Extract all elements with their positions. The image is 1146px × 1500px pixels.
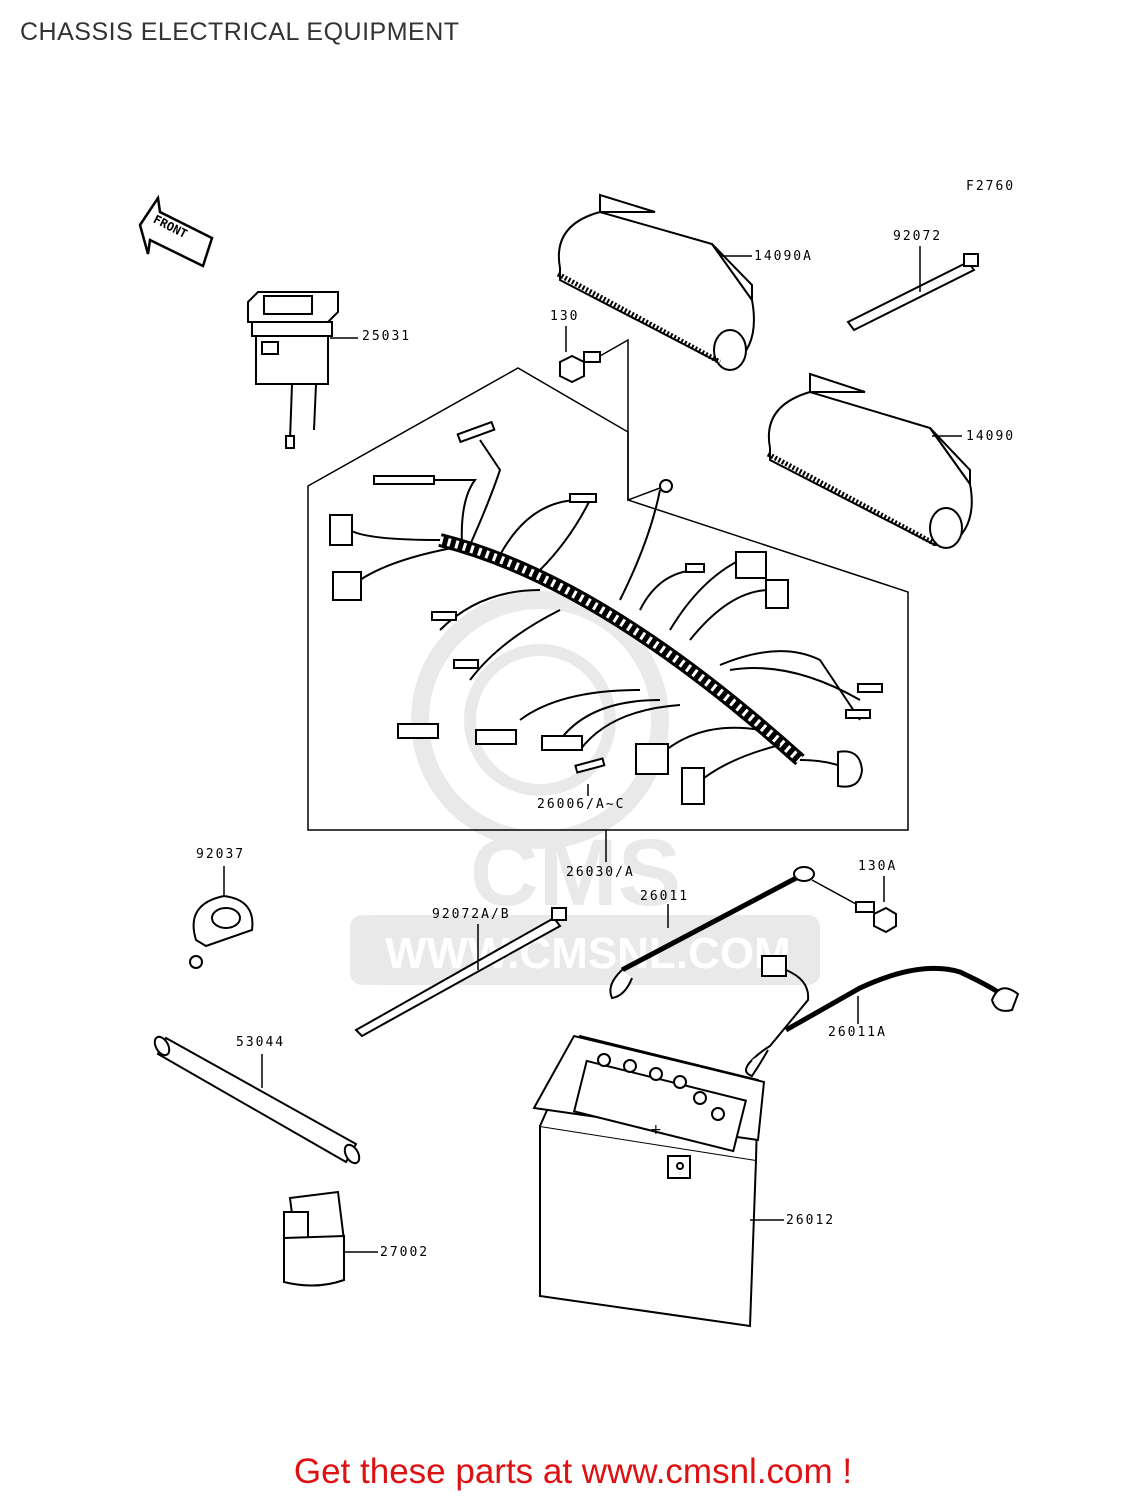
cable-tie-92072-icon [846, 253, 979, 332]
watermark-url: WWW.CMSNL.COM [385, 929, 791, 978]
label-92072: 92072 [893, 229, 942, 244]
battery-26012-icon: + [532, 1034, 766, 1328]
hour-meter-icon [247, 291, 339, 449]
parts-diagram: CMS WWW.CMSNL.COM F2760 FRONT [138, 179, 1020, 1328]
bolt-130-icon [559, 351, 601, 384]
tube-53044-icon [153, 1035, 361, 1165]
label-26030: 26030/A [566, 865, 635, 880]
label-130: 130 [550, 309, 579, 324]
label-92072AB: 92072A/B [432, 907, 511, 922]
label-14090: 14090 [966, 429, 1015, 444]
page-title: CHASSIS ELECTRICAL EQUIPMENT [20, 18, 460, 46]
watermark-brand: CMS [470, 820, 681, 926]
label-130A: 130A [858, 859, 897, 874]
wiring-harness-icon [344, 439, 861, 791]
bolt-130A-icon [855, 901, 897, 934]
label-27002: 27002 [380, 1245, 429, 1260]
cable-26011A-icon [745, 955, 1020, 1078]
relay-27002-icon [283, 1190, 346, 1287]
svg-text:+: + [650, 1122, 662, 1138]
cover-14090-icon [766, 372, 973, 549]
label-26012: 26012 [786, 1213, 835, 1228]
promo-footer-link[interactable]: Get these parts at www.cmsnl.com ! [293, 1452, 853, 1491]
figure-code: F2760 [966, 179, 1015, 194]
cms-watermark: CMS WWW.CMSNL.COM [350, 591, 820, 985]
front-arrow-icon: FRONT [138, 194, 214, 268]
cover-14090A-icon [556, 193, 755, 371]
label-14090A: 14090A [754, 249, 813, 264]
label-25031: 25031 [362, 329, 411, 344]
label-26011: 26011 [640, 889, 689, 904]
label-92037: 92037 [196, 847, 245, 862]
label-53044: 53044 [236, 1035, 285, 1050]
label-26011A: 26011A [828, 1025, 887, 1040]
harness-connectors [329, 420, 883, 805]
label-26006: 26006/A~C [537, 797, 625, 812]
cable-tie-92072AB-icon [354, 907, 567, 1038]
harness-frame [307, 367, 909, 831]
clamp-92037-icon [189, 894, 254, 969]
cable-26011-icon [609, 866, 815, 1000]
